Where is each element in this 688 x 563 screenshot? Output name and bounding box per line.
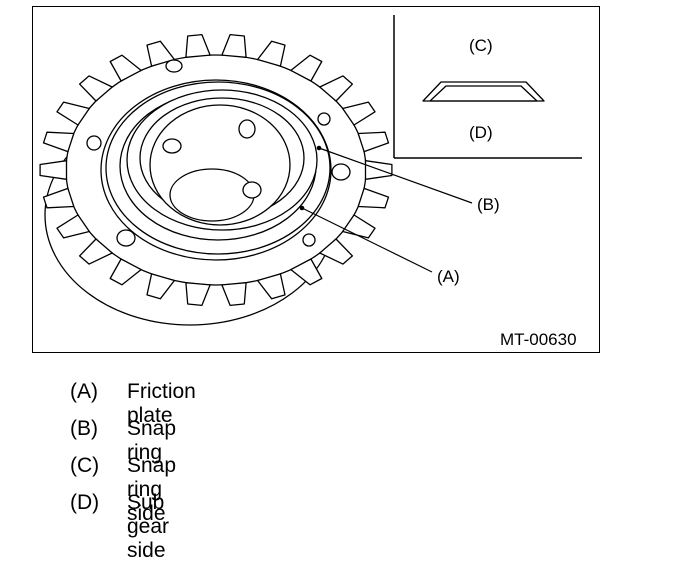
gear-illustration [39, 15, 582, 326]
gear-tooth [290, 54, 323, 82]
hole [302, 233, 316, 247]
leader-a [301, 207, 433, 273]
gear-tooth [109, 258, 142, 286]
legend-text: Snap ring side [127, 454, 177, 525]
legend-key: (A) [70, 380, 98, 403]
gear-tooth [319, 75, 354, 102]
gear-tooth [56, 101, 90, 126]
legend-text: Friction plate [127, 380, 196, 427]
callout-a: (A) [437, 267, 460, 286]
gear-tooth [256, 273, 286, 300]
gear-tooth [221, 33, 247, 58]
gear-tooth [256, 40, 286, 67]
gear-tooth [78, 75, 113, 102]
legend-key: (C) [70, 454, 100, 477]
hole [317, 112, 331, 126]
gear-tooth [39, 160, 68, 180]
gear-tooth [290, 258, 323, 286]
gear-tooth [146, 273, 176, 300]
leader-b [318, 147, 473, 204]
gear-tooth [42, 187, 75, 209]
gear-tooth [319, 238, 354, 265]
figure-code: MT-00630 [500, 330, 577, 349]
hole [165, 59, 183, 73]
gear-tooth [78, 238, 113, 265]
legend-text: Snap ring [127, 417, 177, 464]
gear-tooth [56, 214, 90, 239]
gear-tooth [42, 131, 75, 153]
legend-text: Sub gear side [127, 491, 170, 562]
callout-d: (D) [469, 123, 493, 142]
hole [86, 135, 102, 151]
gear-teeth [39, 33, 393, 307]
lug [238, 119, 256, 139]
gear-tooth [357, 187, 390, 209]
gear-tooth [342, 101, 376, 126]
callout-b: (B) [477, 195, 500, 214]
gear-tooth [221, 282, 247, 307]
gear-tooth [185, 282, 211, 307]
gear-tooth [109, 54, 142, 82]
gear-tooth [146, 40, 176, 67]
hole [116, 229, 136, 247]
gear-tooth [185, 33, 211, 58]
legend-key: (D) [70, 491, 100, 514]
legend-key: (B) [70, 417, 98, 440]
figure-frame [32, 6, 600, 353]
callout-c: (C) [469, 36, 493, 55]
hole [331, 163, 351, 181]
gear-tooth [357, 131, 390, 153]
lug [242, 181, 262, 199]
lug [162, 138, 182, 154]
ring-cross-section [422, 81, 545, 102]
